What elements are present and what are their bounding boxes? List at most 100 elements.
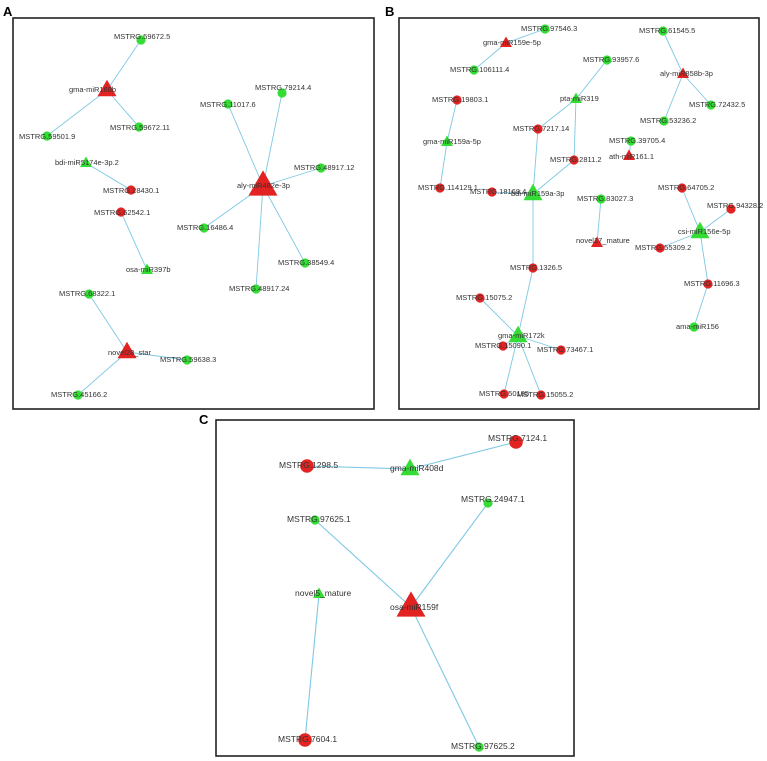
edge-b_novel17-b_s83027 [596, 198, 602, 244]
circle-marker [475, 293, 485, 303]
node-label: MSTRG.59672.11 [110, 123, 170, 132]
node-label: MSTRG.59672.5 [114, 32, 170, 41]
node-b_s19803: MSTRG.19803.1 [432, 95, 488, 105]
circle-marker [596, 194, 606, 204]
edge-b_bdi159a-b_s7217 [532, 128, 539, 195]
node-b_aly858: aly-miR858b-3p [660, 67, 713, 78]
node-label: gma-miR159a-5p [423, 137, 481, 146]
triangle-marker [690, 221, 710, 239]
node-label: MSTRG.16486.4 [177, 223, 233, 232]
circle-marker [483, 498, 493, 508]
node-b_s64705: MSTRG.64705.2 [658, 183, 714, 193]
triangle-marker [500, 36, 512, 47]
edge-b_pta319-b_s2811 [573, 98, 577, 161]
node-label: MSTRG.55309.2 [635, 243, 691, 252]
node-label: MSTRG.97625.1 [287, 514, 351, 524]
edge-b_gma159e-b_s97546 [505, 28, 546, 44]
node-label: MSTRG.24947.1 [461, 494, 525, 504]
node-a_aly: aly-miR482e-3p [237, 170, 290, 196]
node-label: MSTRG.15090.1 [475, 341, 531, 350]
node-b_s2811: MSTRG.2811.2 [550, 155, 602, 165]
node-label: MSTRG.48917.24 [229, 284, 289, 293]
panel-c-edges [304, 441, 517, 748]
circle-marker [126, 185, 136, 195]
node-label: gma-miR168b [69, 85, 116, 94]
node-b_s55309: MSTRG.55309.2 [635, 243, 691, 253]
node-c_novel5: novel5_mature [295, 587, 352, 598]
node-a_novel: novel28_star [108, 341, 151, 359]
edge-a_novel-a_s45166 [77, 351, 128, 396]
node-label: MSTRG.7604.1 [278, 734, 337, 744]
circle-marker [536, 390, 546, 400]
node-a_s79214: MSTRG.79214.4 [255, 83, 311, 98]
panel-a-label: A [3, 4, 13, 19]
triangle-marker [117, 341, 137, 359]
node-label: novel28_star [108, 348, 151, 357]
circle-marker [277, 88, 287, 98]
node-b_ath161: ath-miR161.1 [609, 149, 654, 161]
node-b_s97546: MSTRG.97546.3 [521, 24, 577, 34]
triangle-marker [591, 236, 603, 247]
circle-marker [435, 183, 445, 193]
node-label: MSTRG.94328.2 [707, 201, 763, 210]
node-label: MSTRG.1298.5 [279, 460, 338, 470]
circle-marker [300, 258, 310, 268]
node-a_s45166: MSTRG.45166.2 [51, 390, 107, 400]
circle-marker [556, 345, 566, 355]
edge-b_aly858-b_s61545 [662, 30, 684, 75]
node-label: MSTRG.106111.4 [450, 65, 509, 74]
node-a_s59672_5: MSTRG.59672.5 [114, 32, 170, 45]
node-c_s1298: MSTRG.1298.5 [279, 459, 338, 473]
node-a_s62542: MSTRG.62542.1 [94, 207, 150, 217]
edge-b_pta319-b_s7217 [537, 98, 577, 130]
circle-marker [452, 95, 462, 105]
node-label: osa-miR159f [390, 602, 439, 612]
circle-marker [223, 99, 233, 109]
node-c_s97625_1: MSTRG.97625.1 [287, 514, 351, 525]
panel-b: B MSTRG.97546.3gma-miR159e-5pMSTRG.10611… [385, 4, 763, 410]
node-label: MSTRG.11017.6 [200, 100, 256, 109]
node-label: aly-miR482e-3p [237, 181, 290, 190]
edge-a_gma168b-a_s59501_9 [46, 89, 108, 137]
node-label: MSTRG.72432.5 [689, 100, 745, 109]
node-label: MSTRG.1326.5 [510, 263, 562, 272]
node-a_s59501_9: MSTRG.59501.9 [19, 131, 75, 141]
node-label: MSTRG.64705.2 [658, 183, 714, 192]
circle-marker [42, 131, 52, 141]
node-b_s94328: MSTRG.94328.2 [707, 201, 763, 214]
node-a_s11017: MSTRG.11017.6 [200, 99, 256, 109]
node-b_s72432: MSTRG.72432.5 [689, 100, 745, 110]
node-label: gma-miR408d [390, 463, 444, 473]
node-label: aly-miR858b-3p [660, 69, 713, 78]
circle-marker [316, 163, 326, 173]
edge-b_csi156e-b_s64705 [681, 187, 701, 233]
triangle-marker [623, 149, 635, 160]
node-a_s16486: MSTRG.16486.4 [177, 223, 233, 233]
circle-marker [487, 187, 497, 197]
edge-b_aly858-b_s72432 [682, 73, 712, 106]
node-b_s15090: MSTRG.15090.1 [475, 341, 531, 351]
edge-b_gma159e-b_s106111 [473, 42, 507, 71]
node-label: MSTRG.15075.2 [456, 293, 512, 302]
triangle-marker [97, 79, 117, 97]
node-c_osa159f: osa-miR159f [390, 591, 439, 617]
edge-a_bdi5174-a_s28430 [85, 162, 132, 191]
circle-marker [540, 24, 550, 34]
panel-a-nodes: gma-miR168bMSTRG.59672.5MSTRG.59501.9MST… [19, 32, 354, 400]
node-b_s106111: MSTRG.106111.4 [450, 65, 509, 75]
circle-marker [182, 355, 192, 365]
node-c_s97625_2: MSTRG.97625.2 [451, 741, 515, 752]
edge-c_osa159f-c_s97625_1 [314, 519, 412, 608]
circle-marker [474, 742, 484, 752]
node-b_s50185: MSTRG.50185 [479, 389, 529, 399]
edge-a_s62542-a_osa397b [120, 211, 148, 271]
node-b_bdi159a: bdi-miR159a-3p [511, 183, 564, 201]
circle-marker [251, 284, 261, 294]
node-label: MSTRG.15055.2 [517, 390, 573, 399]
node-label: MSTRG.79214.4 [255, 83, 311, 92]
edge-a_gma168b-a_s59672_5 [106, 39, 142, 91]
edge-b_s11696-b_ama156 [693, 283, 709, 328]
node-label: MSTRG.73467.1 [537, 345, 593, 354]
node-c_s7604: MSTRG.7604.1 [278, 733, 337, 747]
